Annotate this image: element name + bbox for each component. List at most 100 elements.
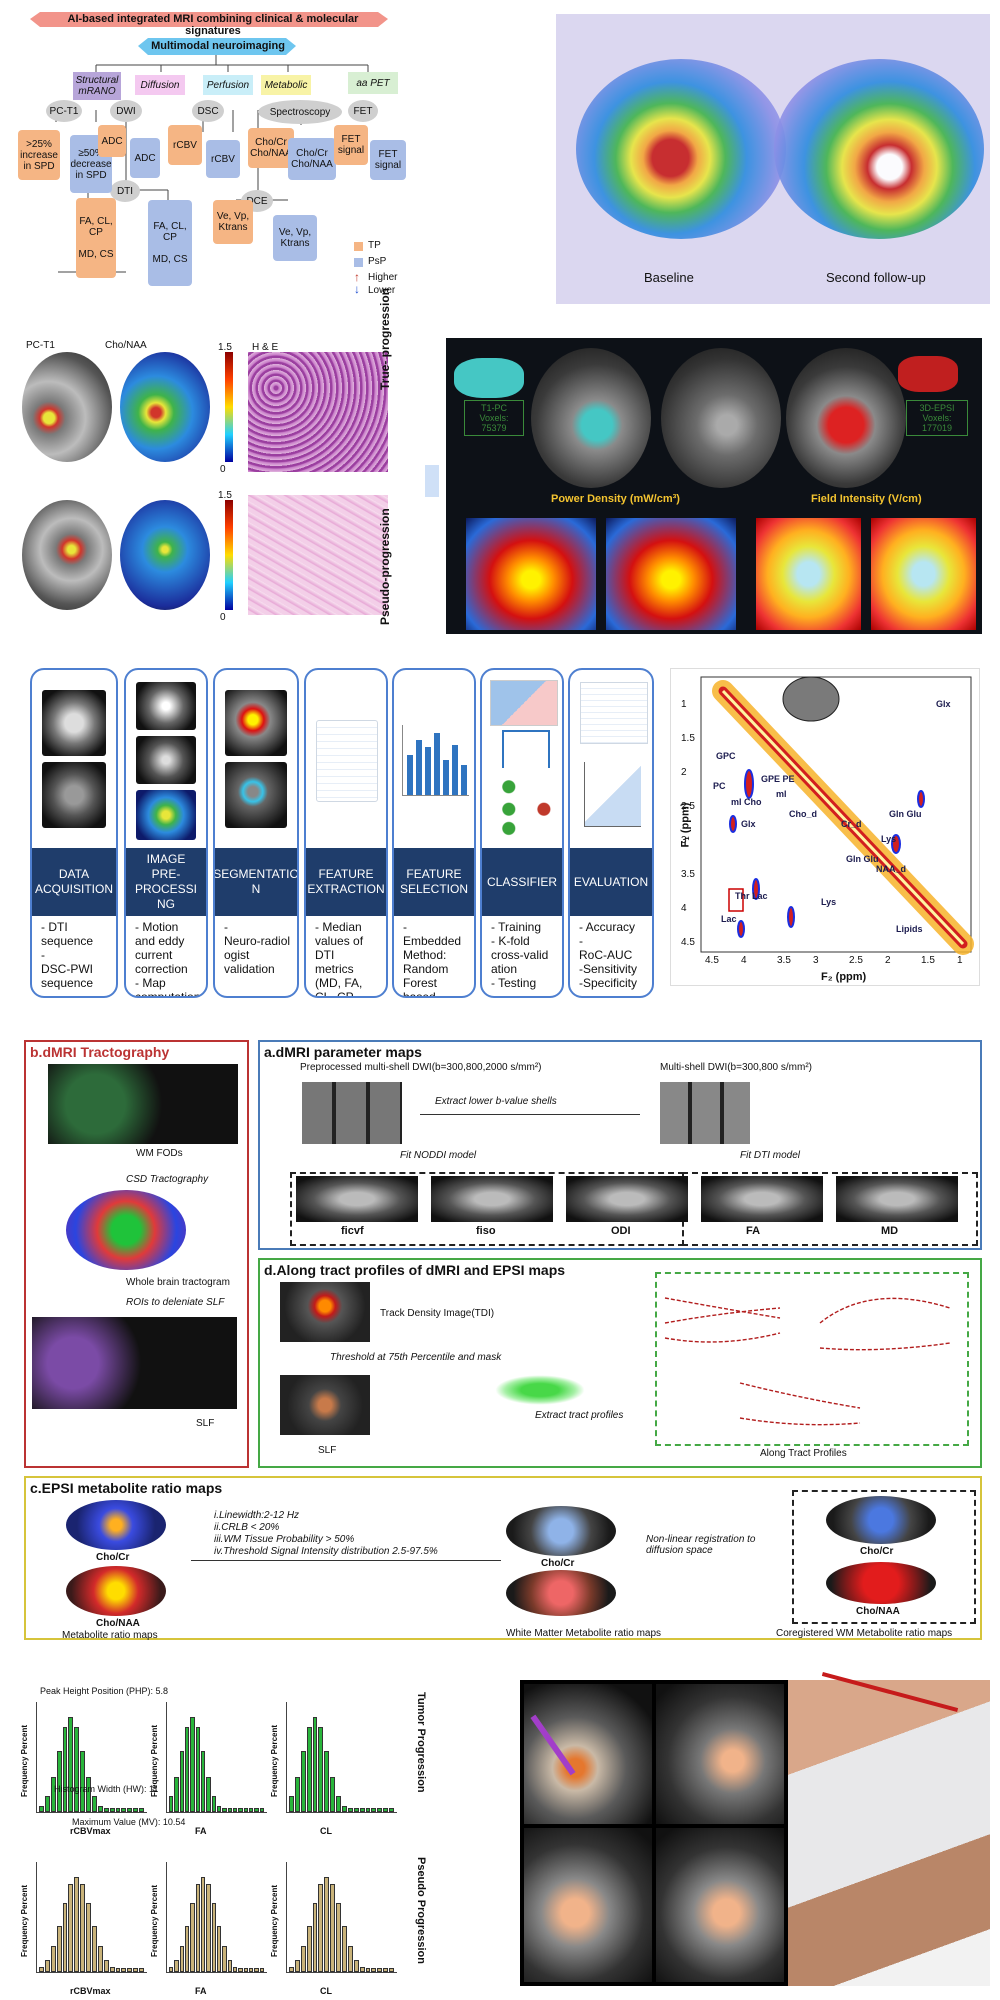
spectrum-peak-label: Cr_d [841,819,862,829]
histogram-bar [97,1806,103,1812]
histogram-bar [195,1884,200,1972]
legend-psp-swatch [354,258,363,267]
histogram-bar [254,1968,259,1972]
histogram-bar [318,1727,324,1812]
spectrum-x-tick: 1.5 [921,955,935,966]
chonaa-coreg-label: Cho/NAA [856,1606,900,1617]
histogram-bar [68,1717,74,1812]
step-6-scatter [490,680,558,726]
true-progression-label: True- progression [378,287,392,390]
histogram-bar [312,1717,318,1812]
ttfields-panel: T1-PC Voxels: 75379 3D-EPSI Voxels: 1770… [446,338,982,634]
mri-flow-diagram: AI-based integrated MRI combining clinic… [18,10,408,296]
category-perfusion-label: Perfusion [206,79,250,91]
brain-chonaa-pseudo [120,500,210,610]
histogram-bar [365,1808,371,1812]
neuronav-panel [520,1671,990,1986]
spectrum-peak-label: Lac [721,914,737,924]
criteria-item: i.Linewidth:2-12 Hz [214,1510,300,1521]
power-map-2 [606,518,736,630]
t1pc-voxel-3d [454,358,524,398]
category-metabolic: Metabolic [261,75,311,95]
histogram-bar [62,1903,68,1972]
pipeline-step-4: FEATURE EXTRACTION - Median values of DT… [304,668,388,998]
histogram-bar [56,1751,62,1812]
histogram-bar [127,1808,133,1812]
chocr-wm-map [506,1506,616,1556]
histogram-bar [80,1751,86,1812]
spectrum-peak-label: Glx [741,819,756,829]
histogram-bar [371,1808,377,1812]
histogram-bar [44,1795,50,1812]
field-intensity-label: Field Intensity (V/cm) [811,493,922,505]
epsi-voxels-label: 3D-EPSI Voxels: 177019 [906,400,968,436]
histogram-bar [109,1808,115,1812]
histogram-bar [254,1808,259,1812]
parameter-map-label: MD [881,1225,899,1237]
histogram-bar [185,1727,190,1812]
histogram-bar [243,1808,248,1812]
nonlinear-label: Non-linear registration to diffusion spa… [646,1534,756,1556]
spectrum-x-tick: 2.5 [849,955,863,966]
histogram-bar [318,1884,324,1972]
histogram-bar [294,1777,300,1812]
histogram-bar [139,1808,144,1812]
histogram-bar [86,1903,91,1972]
pipeline-step-1: DATA ACQUISITION - DTI sequence - DSC-PW… [30,668,118,998]
spectrum-x-tick: 4.5 [705,955,719,966]
spectrum-peak-label: ml [776,789,787,799]
parameter-map-image [296,1176,418,1222]
histogram-bar [336,1795,341,1812]
legend-higher-label: Higher [368,272,398,283]
chonaa-label: Cho/NAA [105,340,147,351]
histogram-bar [259,1968,264,1972]
histogram-bar [179,1946,184,1972]
histogram-bar [39,1966,44,1972]
histogram-bar [121,1968,127,1972]
panel-c-epsi-maps: c.EPSI metabolite ratio maps Cho/Cr Cho/… [24,1476,982,1641]
csd-label: CSD Tractography [126,1174,209,1185]
histogram-bar [289,1966,294,1972]
box-dce-psp: Ve, Vp, Ktrans [273,215,317,261]
legend-psp-label: PsP [368,256,387,267]
technique-dsc: DSC [192,100,224,122]
histogram-bar [312,1903,318,1972]
criteria-item: ii.CRLB < 20% [214,1522,280,1533]
histogram-bar [109,1966,115,1972]
whole-brain-label: Whole brain tractogram [126,1277,230,1288]
histogram-bar [217,1806,222,1812]
histogram-bar [324,1877,330,1972]
chocr-source-label: Cho/Cr [96,1552,130,1563]
histogram-bar [359,1808,365,1812]
histogram-y-label: Frequency Percent [20,1884,29,1957]
spectrum-xlabel: F₂ (ppm) [821,971,867,983]
histogram-bar [56,1926,62,1972]
step-6-network [498,774,552,838]
histogram-bar [169,1966,174,1972]
histogram-bar [227,1959,232,1972]
histogram-bar [233,1808,238,1812]
multimodal-label: Multimodal neuroimaging [151,40,285,52]
slf2-label: SLF [318,1445,337,1456]
histogram-bar [201,1751,206,1812]
chocr-source-map [66,1500,166,1550]
step-3-desc: - Neuro-radiol ogist validation [224,920,291,976]
panel-d-title: d.Along tract profiles of dMRI and EPSI … [264,1262,566,1278]
metab-maps-label: Metabolite ratio maps [62,1630,158,1641]
technique-spectroscopy: Spectroscopy [258,100,342,124]
panel-c-title: c.EPSI metabolite ratio maps [30,1480,223,1496]
progression-panel: PC-T1 Cho/NAA H & E 1.5 0 True- progress… [20,288,440,640]
panel-d-tract-profiles: d.Along tract profiles of dMRI and EPSI … [258,1258,982,1468]
histogram-bar [336,1903,341,1972]
histogram-bar [383,1968,389,1972]
histogram-bar [330,1884,336,1972]
step-1-image-b [42,762,106,828]
preproc-dwi-stack [302,1082,402,1144]
histogram-bar [249,1808,254,1812]
histogram-bar [289,1795,294,1812]
histogram-bar [195,1727,200,1812]
histogram-bar [389,1808,394,1812]
histogram-bar [121,1808,127,1812]
panel-b-title: b.dMRI Tractography [30,1044,170,1060]
